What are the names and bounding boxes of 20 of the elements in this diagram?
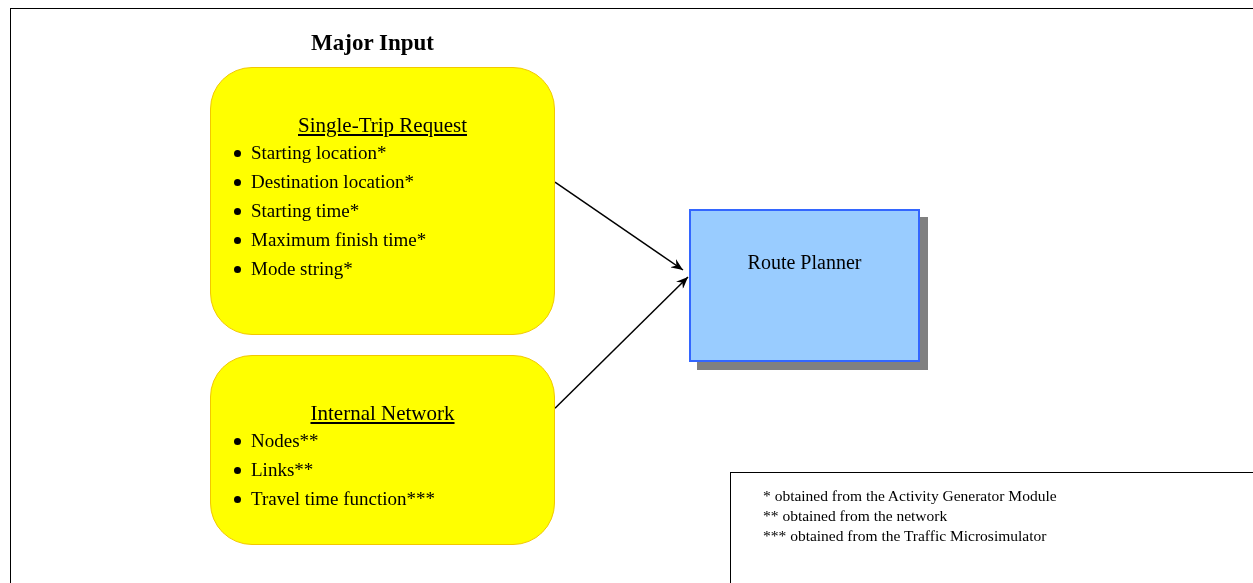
- bullet-item: Destination location*: [251, 171, 415, 193]
- bullet-item: Maximum finish time*: [251, 229, 427, 251]
- input-box: [210, 355, 555, 545]
- bullet-item: Starting time*: [251, 200, 360, 222]
- bullet-item: Mode string*: [251, 258, 353, 280]
- footnote-box: [730, 472, 1253, 583]
- footnote-text: * obtained from the Activity Generator Module: [763, 487, 1057, 505]
- arrow: [554, 181, 684, 271]
- bullet-item: Nodes**: [251, 430, 319, 452]
- box-heading: Single-Trip Request: [297, 113, 468, 138]
- box-heading: Internal Network: [309, 401, 456, 426]
- bullet-item: Travel time function***: [251, 488, 435, 510]
- arrow: [554, 276, 689, 409]
- footnote-text: *** obtained from the Traffic Microsimulator: [763, 527, 1047, 545]
- input-box: [210, 67, 555, 335]
- bullet-item: Starting location*: [251, 142, 387, 164]
- bullet-item: Links**: [251, 459, 314, 481]
- diagram-title: Major Input: [310, 30, 435, 56]
- box-label: Route Planner: [746, 251, 863, 274]
- footnote-text: ** obtained from the network: [763, 507, 948, 525]
